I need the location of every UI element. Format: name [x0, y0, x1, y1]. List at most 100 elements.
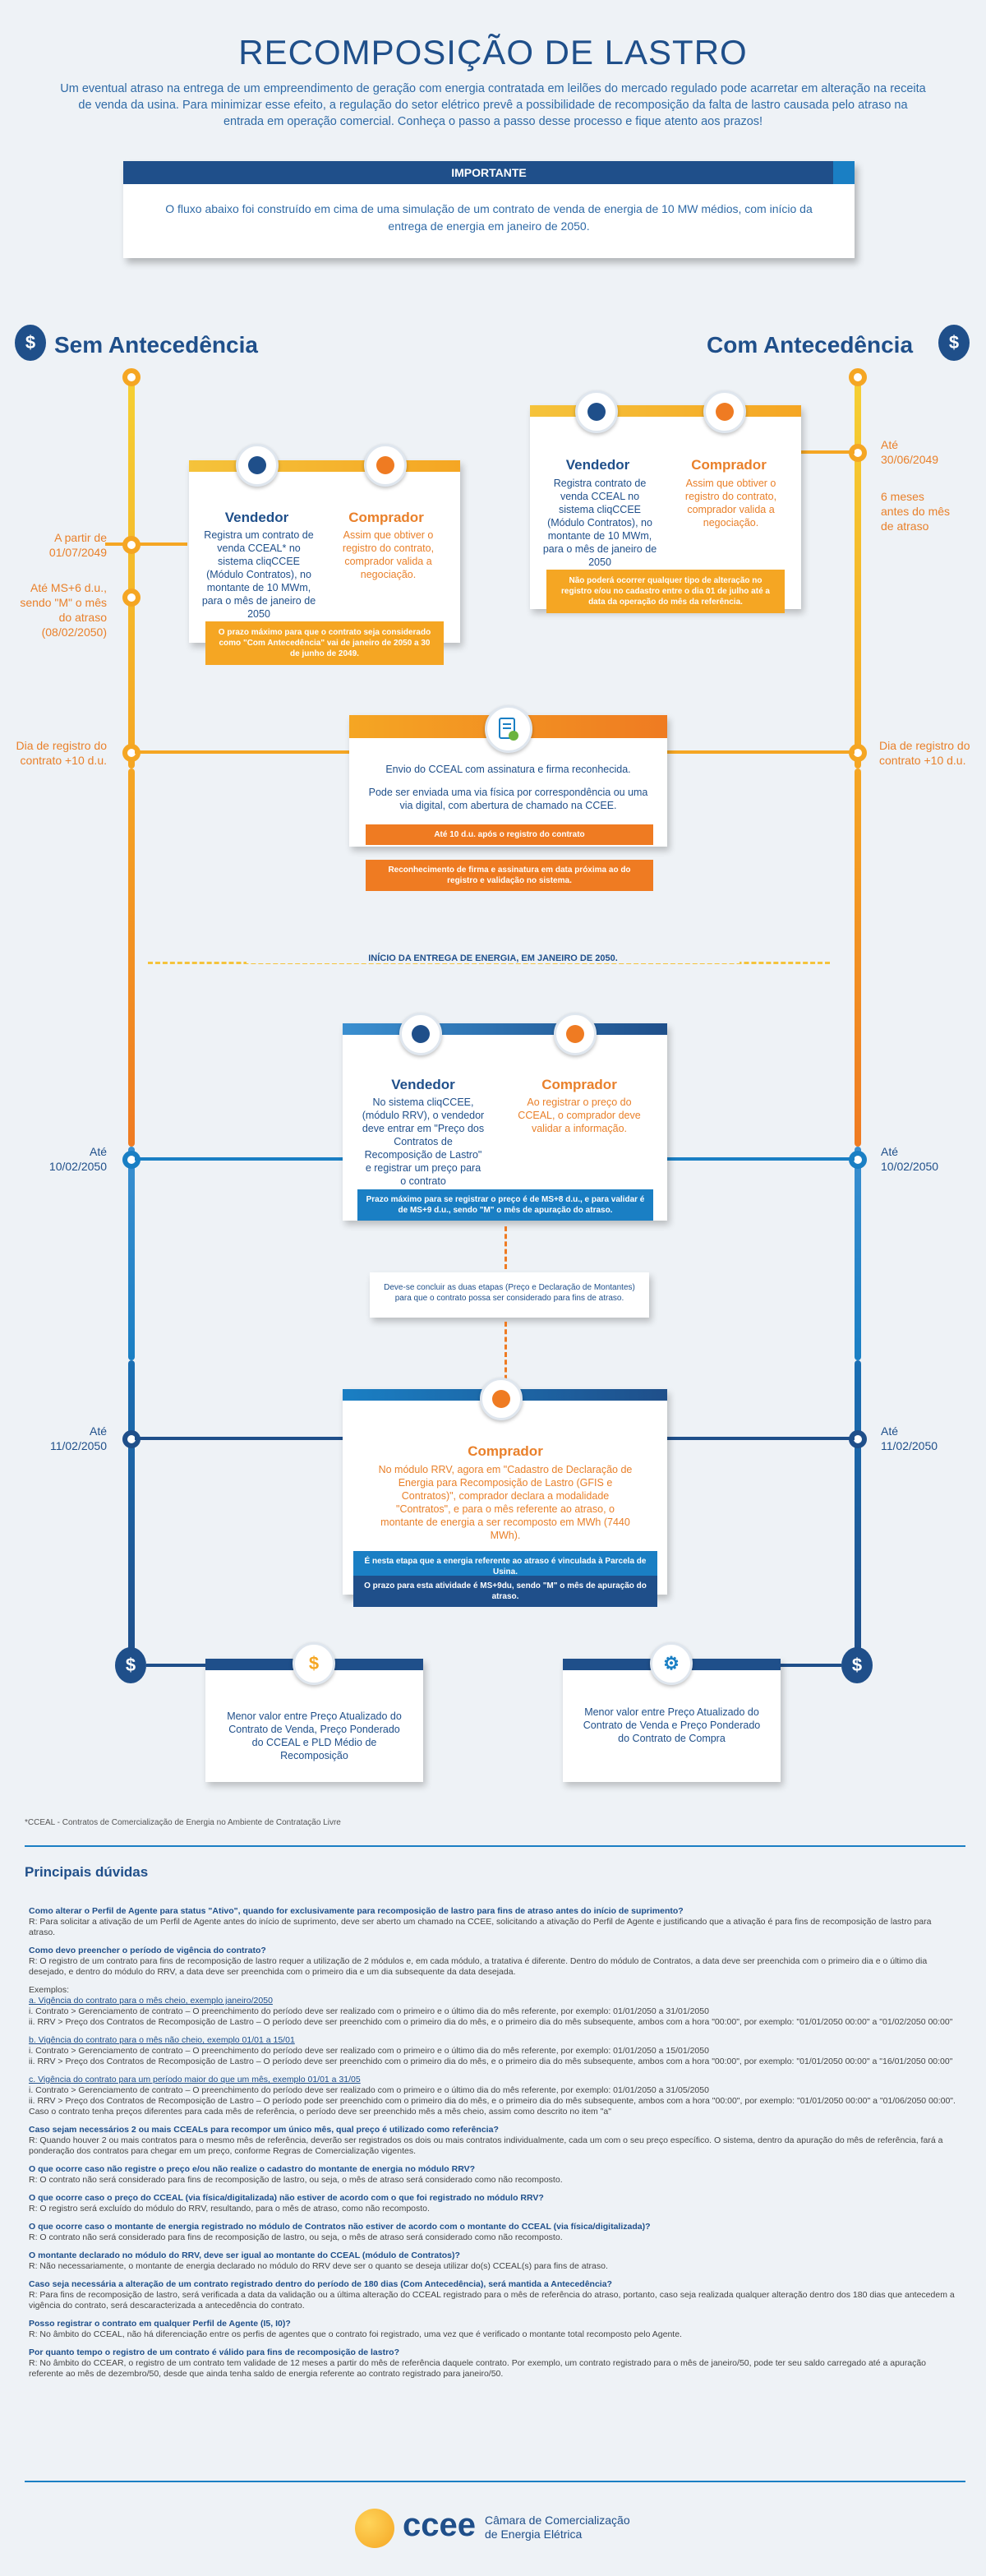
timeline-left-yellow	[128, 374, 135, 769]
card-left-buyer-title: Comprador	[348, 510, 424, 525]
ccee-logo-icon	[355, 2509, 394, 2548]
card-right-topbar	[530, 405, 801, 417]
left-label-1: A partir de 01/07/2049	[48, 531, 107, 559]
faq-question: Caso seja necessária a alteração de um c…	[29, 2279, 612, 2289]
result-right-text: Menor valor entre Preço Atualizado do Co…	[583, 1706, 761, 1744]
seller-head-icon-mid	[412, 1025, 430, 1043]
faq-example-b-i: i. Contrato > Gerenciamento de contrato …	[29, 2046, 709, 2056]
footnote: *CCEAL - Contratos de Comercialização de…	[25, 1818, 341, 1827]
card-declaration-buyer-text: No módulo RRV, agora em "Cadastro de Dec…	[378, 1464, 633, 1541]
conclude-text: Deve-se concluir as duas etapas (Preço e…	[384, 1283, 635, 1303]
timeline-start-dot-right	[849, 368, 867, 386]
timeline-right-yellow	[855, 374, 861, 769]
faq-example-c: c. Vigência do contrato para um período …	[29, 2075, 361, 2084]
faq-question: Caso sejam necessários 2 ou mais CCEALs …	[29, 2125, 499, 2135]
seller-head-icon	[248, 456, 266, 474]
faq-examples-label: Exemplos:	[29, 1985, 70, 1995]
dollar-icon-bottom-right: $	[841, 1647, 873, 1683]
timeline-right-blue	[855, 1147, 861, 1360]
timeline-start-dot-left	[122, 368, 141, 386]
buyer-head-icon-low	[492, 1390, 510, 1408]
buyer-head-icon	[376, 456, 394, 474]
buyer-head-icon-mid	[566, 1025, 584, 1043]
timeline-right-orange	[855, 769, 861, 1147]
right-label-4: Até 10/02/2050	[881, 1145, 939, 1173]
faq-title: Principais dúvidas	[25, 1864, 149, 1880]
left-label-5: Até 11/02/2050	[49, 1424, 107, 1452]
timeline-left-navy	[128, 1360, 135, 1660]
dollar-icon-bottom-left: $	[115, 1647, 146, 1683]
right-side-title: Com Antecedência	[707, 332, 914, 358]
faq-answer: R: O contrato não será considerado para …	[29, 2232, 563, 2242]
card-right-buyer-title: Comprador	[691, 457, 767, 473]
connector-ccea-left	[135, 750, 350, 754]
card-left-seller-text: Registra um contrato de venda CCEAL* no …	[201, 529, 316, 620]
left-side-title: Sem Antecedência	[54, 332, 258, 358]
right-label-5: Até 11/02/2050	[881, 1424, 938, 1452]
delivery-start-label: INÍCIO DA ENTREGA DE ENERGIA, EM JANEIRO…	[246, 953, 740, 963]
timeline-left-orange	[128, 769, 135, 1147]
faq-answer: R: O registro de um contrato para fins d…	[29, 1956, 928, 1977]
faq-answer: R: O registro será excluído do módulo do…	[29, 2204, 430, 2214]
faq-question: O que ocorre caso o montante de energia …	[29, 2222, 651, 2232]
card-left-topbar	[189, 460, 460, 472]
card-price-note: Prazo máximo para se registrar o preço é…	[357, 1189, 653, 1221]
dash-connector-1	[505, 1226, 507, 1269]
card-price-topbar	[343, 1023, 667, 1035]
bulb-dollar-icon-left: $	[15, 325, 46, 361]
connector-ccea-right	[666, 750, 855, 754]
buyer-avatar-icon	[364, 444, 407, 487]
timeline-dot-left-2	[122, 589, 141, 607]
faq-divider-bottom	[25, 2481, 965, 2482]
card-left-buyer-text: Assim que obtiver o registro do contrato…	[342, 529, 435, 580]
card-declaration-note-2: O prazo para esta atividade é MS+9du, se…	[353, 1576, 657, 1607]
timeline-right-navy	[855, 1360, 861, 1660]
seller-avatar-icon	[236, 444, 279, 487]
buyer-head-icon-right	[716, 403, 734, 421]
faq-answer: R: No âmbito do CCEAR, o registro de um …	[29, 2358, 927, 2379]
connector-mid-right	[667, 1157, 855, 1161]
gears-icon-right: ⚙	[650, 1642, 693, 1685]
card-right-note: Não poderá ocorrer qualquer tipo de alte…	[546, 570, 785, 613]
buyer-avatar-icon-right	[703, 390, 746, 433]
faq-question: O montante declarado no módulo do RRV, d…	[29, 2251, 460, 2260]
card-right-seller-title: Vendedor	[565, 457, 630, 473]
faq-question: Por quanto tempo o registro de um contra…	[29, 2347, 399, 2357]
faq-list: Como alterar o Perfil de Agente para sta…	[29, 1899, 957, 2380]
right-label-1: Até 30/06/2049	[881, 438, 939, 466]
faq-divider-top	[25, 1845, 965, 1847]
right-label-3: Dia de registro do contrato +10 d.u.	[879, 739, 970, 767]
faq-example-b: b. Vigência do contrato para o mês não c…	[29, 2035, 295, 2045]
connector-result-right	[781, 1664, 841, 1667]
faq-question: O que ocorre caso não registre o preço e…	[29, 2164, 476, 2174]
left-label-2: Até MS+6 d.u., sendo "M" o mês do atraso…	[20, 581, 107, 639]
connector-low-left	[135, 1437, 343, 1440]
card-ccea-note-1: Até 10 d.u. após o registro do contrato	[366, 824, 653, 845]
card-right-seller-text: Registra contrato de venda CCEAL no sist…	[542, 478, 657, 568]
document-check-icon	[485, 705, 532, 753]
faq-question: Como alterar o Perfil de Agente para sta…	[29, 1906, 684, 1916]
seller-avatar-icon-mid	[399, 1013, 442, 1055]
important-heading: IMPORTANTE	[123, 161, 855, 184]
card-ccea-note-2: Reconhecimento de firma e assinatura em …	[366, 860, 653, 891]
card-right-buyer-text: Assim que obtiver o registro do contrato…	[684, 478, 777, 529]
ccee-logo-sub-2: de Energia Elétrica	[485, 2528, 583, 2541]
connector-mid-left	[135, 1157, 343, 1161]
coins-icon-left: $	[293, 1642, 335, 1685]
seller-avatar-icon-right	[575, 390, 618, 433]
faq-answer: R: Para solicitar a ativação de um Perfi…	[29, 1917, 932, 1937]
buyer-avatar-icon-mid	[554, 1013, 597, 1055]
faq-question: O que ocorre caso o preço do CCEAL (via …	[29, 2193, 544, 2203]
timeline-left-blue	[128, 1147, 135, 1360]
intro-text: Um eventual atraso na entrega de um empr…	[60, 82, 926, 128]
ccee-logo-name: ccee	[403, 2507, 476, 2543]
card-price-buyer-title: Comprador	[541, 1077, 617, 1092]
faq-answer: R: O contrato não será considerado para …	[29, 2175, 563, 2185]
connector-result-left	[146, 1664, 205, 1667]
important-text: O fluxo abaixo foi construído em cima de…	[165, 202, 813, 233]
card-ccea-text-1: Envio do CCEAL com assinatura e firma re…	[385, 764, 631, 775]
faq-answer: R: No âmbito do CCEAL, não há diferencia…	[29, 2329, 682, 2339]
card-price-seller-text: No sistema cliqCCEE, (módulo RRV), o ven…	[362, 1096, 485, 1187]
faq-example-a: a. Vigência do contrato para o mês cheio…	[29, 1996, 273, 2006]
ccee-logo-sub-1: Câmara de Comercialização	[485, 2514, 630, 2527]
